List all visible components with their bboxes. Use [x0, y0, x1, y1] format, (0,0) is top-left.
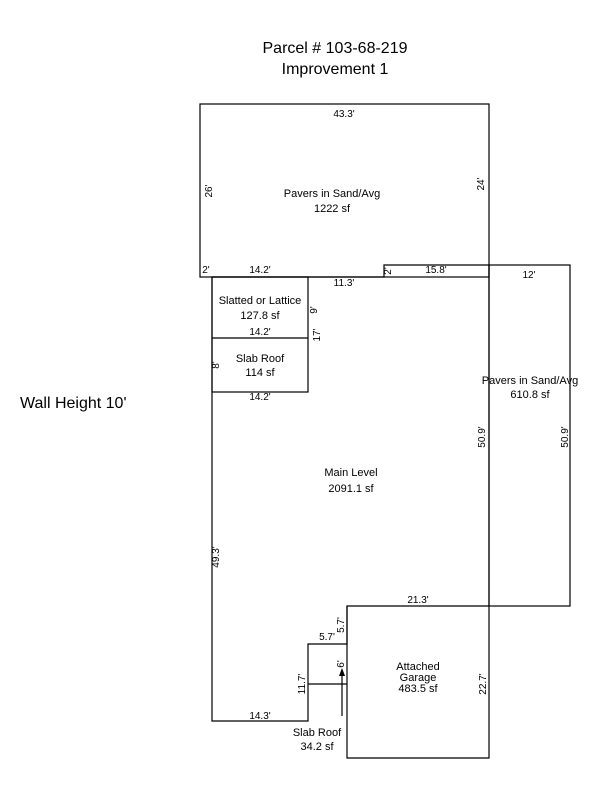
- dim-21-3: 21.3': [407, 595, 428, 606]
- dim-12: 12': [522, 270, 535, 281]
- dim-50-9-left: 50.9': [477, 426, 488, 447]
- dim-6: 6': [336, 660, 347, 668]
- pavers-top-name: Pavers in Sand/Avg: [284, 188, 380, 200]
- dim-5-7-v: 5.7': [336, 617, 347, 633]
- garage-name-line2: Garage: [400, 672, 437, 684]
- dim-11-7: 11.7': [297, 674, 308, 695]
- dim-left-pavers: 26': [204, 184, 215, 197]
- wall-height-label: Wall Height 10': [20, 395, 127, 412]
- pavers-right-outline: [488, 264, 571, 607]
- main-level-name: Main Level: [324, 467, 377, 479]
- slab-roof-upper-size: 114 sf: [245, 367, 275, 379]
- slab-roof-upper-name: Slab Roof: [236, 353, 285, 365]
- dim-22-7: 22.7': [478, 673, 489, 694]
- dim-14-2-a: 14.2': [249, 265, 270, 276]
- pavers-right-size: 610.8 sf: [510, 389, 550, 401]
- garage-size: 483.5 sf: [398, 683, 438, 695]
- dim-top-width: 43.3': [333, 109, 354, 120]
- dim-8: 8': [211, 361, 222, 369]
- slatted-name: Slatted or Lattice: [219, 295, 302, 307]
- dim-49-3: 49.3': [211, 546, 222, 567]
- dim-15-8: 15.8': [425, 265, 446, 276]
- slab-roof-lower-name: Slab Roof: [293, 727, 342, 739]
- dim-14-2-c: 14.2': [249, 392, 270, 403]
- dim-17: 17': [312, 328, 323, 341]
- improvement-title: Improvement 1: [281, 61, 389, 78]
- dim-14-2-b: 14.2': [249, 327, 270, 338]
- main-level-size: 2091.1 sf: [328, 483, 374, 495]
- pavers-right-name: Pavers in Sand/Avg: [482, 375, 578, 387]
- dim-5-7-h: 5.7': [319, 632, 335, 643]
- slatted-size: 127.8 sf: [240, 310, 280, 322]
- garage-outline: [346, 606, 490, 759]
- dim-11-3: 11.3': [334, 278, 355, 289]
- entry-arrow-head: [339, 668, 345, 676]
- patio-block-outline: [211, 276, 309, 393]
- garage-name-line1: Attached: [396, 661, 439, 673]
- dim-right-pavers-top: 24': [476, 177, 487, 190]
- pavers-top-size: 1222 sf: [314, 203, 351, 215]
- parcel-title: Parcel # 103-68-219: [262, 40, 408, 57]
- slab-roof-lower-size: 34.2 sf: [300, 741, 334, 753]
- dim-2-left: 2': [202, 265, 210, 276]
- dim-9: 9': [309, 306, 320, 314]
- dim-2-step: 2': [383, 267, 394, 275]
- dim-14-3: 14.3': [249, 711, 270, 722]
- dim-50-9-right: 50.9': [560, 426, 571, 447]
